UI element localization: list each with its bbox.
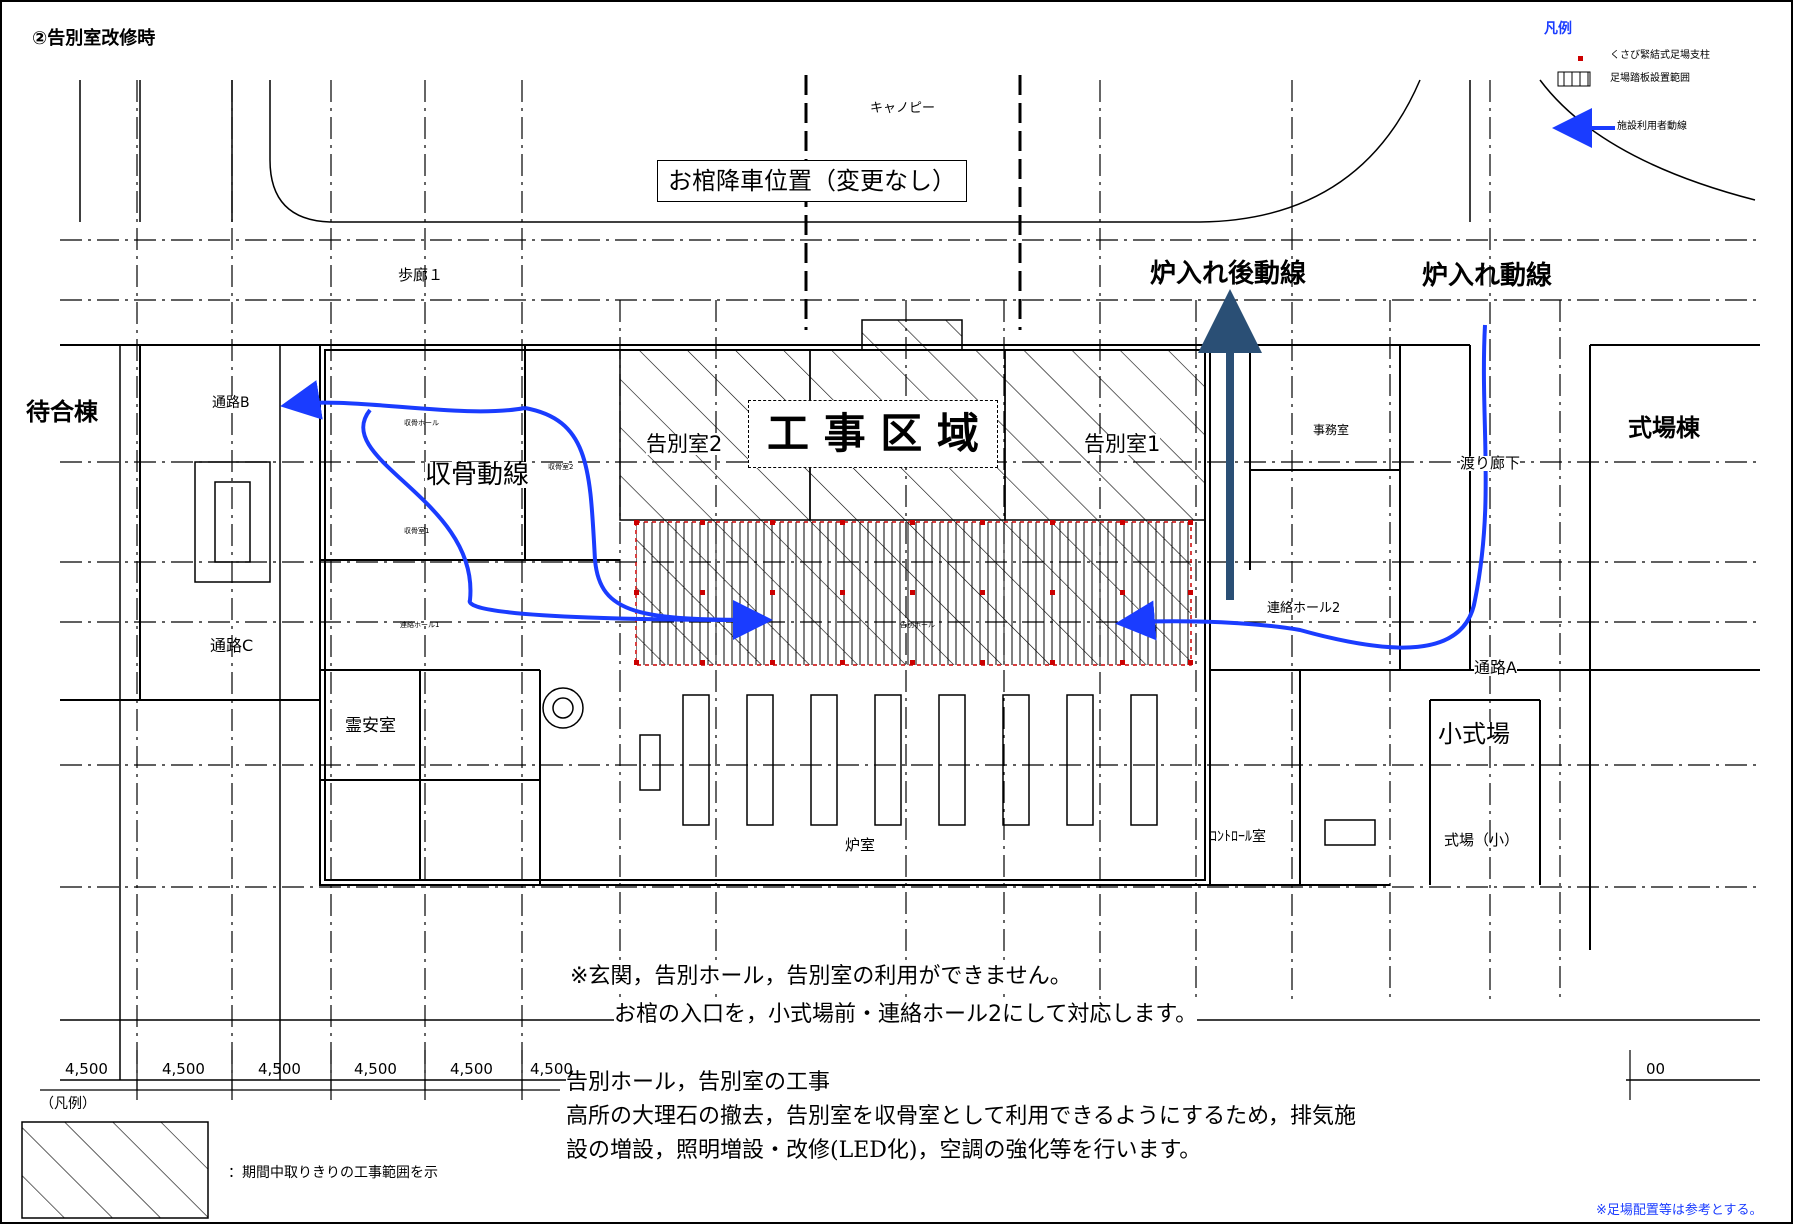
control-room-label: ｺﾝﾄﾛｰﾙ室 (1210, 829, 1266, 845)
work-line2: 設の増設，照明増設・改修(LED化)，空調の強化等を行います。 (566, 1138, 1202, 1163)
passage-a-label: 通路A (1474, 658, 1517, 677)
crossing-corridor-label: 渡り廊下 (1460, 454, 1521, 472)
canopy-label: キャノピー (870, 101, 936, 116)
driveway (79, 79, 1756, 223)
work-description: 告別ホール，告別室の工事 高所の大理石の撤去，告別室を収骨室として利用できるよう… (566, 1066, 1626, 1168)
work-zone-label: 工 事 区 域 (748, 400, 998, 468)
bone-room1-label: 収骨室1 (404, 527, 430, 535)
dimension-value: 4,500 (162, 1060, 205, 1078)
work-line1: 高所の大理石の撤去，告別室を収骨室として利用できるようにするため，排気施 (566, 1104, 1357, 1129)
canopy-lines (804, 75, 1022, 330)
user-routes (280, 324, 1488, 650)
work-title: 告別ホール，告別室の工事 (566, 1070, 831, 1095)
footer-note: ※足場配置等は参考とする。 (1596, 1203, 1763, 1218)
farewell-hall-label: 告別ホール (900, 621, 935, 629)
legend-item-scaffold-plank: 足場踏板設置範囲 (1610, 73, 1690, 84)
dimension-value: 4,500 (65, 1060, 108, 1078)
reian-room-label: 霊安室 (345, 716, 396, 736)
dimension-value: 4,500 (354, 1060, 397, 1078)
bottom-legend-desc: ：期間中取りきりの工事範囲を示 (228, 1165, 438, 1181)
furnace-bays (639, 694, 1158, 826)
passage-b-label: 通路B (212, 395, 250, 411)
ceremony-small-label: 式場（小） (1444, 831, 1520, 849)
office-label: 事務室 (1313, 423, 1350, 437)
dimension-value: 00 (1646, 1060, 1666, 1078)
after-furnace-route-label: 炉入れ後動線 (1150, 259, 1307, 289)
furnace-room-label: 炉室 (845, 836, 876, 854)
scaffold-area (634, 520, 1193, 666)
small-ceremony-label: 小式場 (1438, 720, 1510, 748)
connecting-hall1-label: 連絡ホール1 (400, 621, 440, 629)
bone-hall-label: 収骨ホール (404, 419, 439, 427)
legend-item-user-route: 施設利用者動線 (1617, 121, 1687, 132)
hearse-callout: お棺降車位置（変更なし） (657, 160, 967, 202)
connecting-hall2-label: 連絡ホール2 (1267, 601, 1341, 616)
furnace-route-label: 炉入れ動線 (1422, 261, 1553, 291)
passage-c-label: 通路C (210, 636, 254, 655)
dimension-value: 4,500 (530, 1060, 573, 1078)
corridor1-label: 歩廊１ (398, 266, 444, 284)
right-building-label: 式場棟 (1628, 414, 1700, 442)
dimension-line (40, 1050, 1631, 1100)
legend-title: 凡例 (1544, 21, 1572, 37)
legend-item-scaffold-post: くさび緊結式足場支柱 (1610, 50, 1710, 61)
bone-room2-label: 収骨室2 (548, 463, 574, 471)
farewell-room2-label: 告別室2 (646, 432, 723, 456)
legend-symbols (1552, 56, 1615, 148)
bone-route-label: 収骨動線 (425, 460, 530, 490)
notice-line1: ※玄関，告別ホール，告別室の利用ができません。 (570, 964, 1072, 989)
dimension-value: 4,500 (258, 1060, 301, 1078)
farewell-room1-label: 告別室1 (1084, 432, 1161, 456)
bottom-legend-title: （凡例） (40, 1096, 96, 1112)
legend-hatch-box (21, 1121, 209, 1219)
left-building-label: 待合棟 (26, 398, 98, 426)
dimension-value: 4,500 (450, 1060, 493, 1078)
notice-line2: お棺の入口を，小式場前・連絡ホール2にして対応します。 (614, 1002, 1198, 1027)
page-title: ②告別室改修時 (32, 28, 156, 49)
